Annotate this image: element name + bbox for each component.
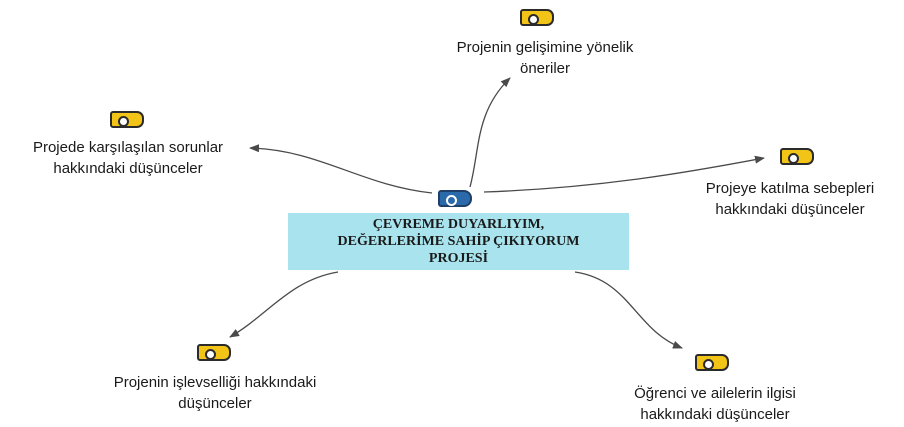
central-line-3: PROJESİ (428, 251, 489, 266)
node-katilma-line-1: Projeye katılma sebepleri (705, 180, 875, 197)
central-code-icon[interactable] (438, 190, 472, 207)
link-to-katilma (483, 155, 765, 193)
link-to-oneriler (469, 77, 511, 188)
node-oneriler-line-1: Projenin gelişimine yönelik (456, 39, 634, 56)
node-sorunlar-line-2: hakkındaki düşünceler (53, 160, 203, 177)
link-to-ilgi (574, 271, 683, 349)
node-oneriler-label[interactable]: Projenin gelişimine yönelik öneriler (410, 37, 680, 79)
node-ilgi-line-1: Öğrenci ve ailelerin ilgisi (634, 385, 796, 402)
node-sorunlar-line-1: Projede karşılaşılan sorunlar (32, 139, 224, 156)
node-islevsellik-line-2: düşünceler (178, 395, 252, 412)
node-katilma-line-2: hakkındaki düşünceler (715, 201, 865, 218)
central-line-2: DEĞERLERİME SAHİP ÇIKIYORUM (337, 234, 580, 249)
node-ilgi-label[interactable]: Öğrenci ve ailelerin ilgisi hakkındaki d… (590, 383, 840, 425)
oneriler-code-icon[interactable] (520, 9, 554, 26)
central-line-1: ÇEVREME DUYARLIYIM, (372, 217, 545, 232)
node-islevsellik-line-1: Projenin işlevselliği hakkındaki (113, 374, 317, 391)
node-ilgi-line-2: hakkındaki düşünceler (640, 406, 790, 423)
central-topic[interactable]: ÇEVREME DUYARLIYIM, DEĞERLERİME SAHİP ÇI… (288, 213, 629, 270)
node-sorunlar-label[interactable]: Projede karşılaşılan sorunlar hakkındaki… (0, 137, 256, 179)
link-to-sorunlar (249, 144, 433, 194)
link-to-islevsellik (229, 271, 339, 338)
node-islevsellik-label[interactable]: Projenin işlevselliği hakkındaki düşünce… (74, 372, 356, 414)
ilgi-code-icon[interactable] (695, 354, 729, 371)
node-oneriler-line-2: öneriler (519, 60, 571, 77)
central-topic-title: ÇEVREME DUYARLIYIM, DEĞERLERİME SAHİP ÇI… (338, 216, 580, 267)
islevsellik-code-icon[interactable] (197, 344, 231, 361)
sorunlar-code-icon[interactable] (110, 111, 144, 128)
node-katilma-label[interactable]: Projeye katılma sebepleri hakkındaki düş… (680, 178, 900, 220)
katilma-code-icon[interactable] (780, 148, 814, 165)
